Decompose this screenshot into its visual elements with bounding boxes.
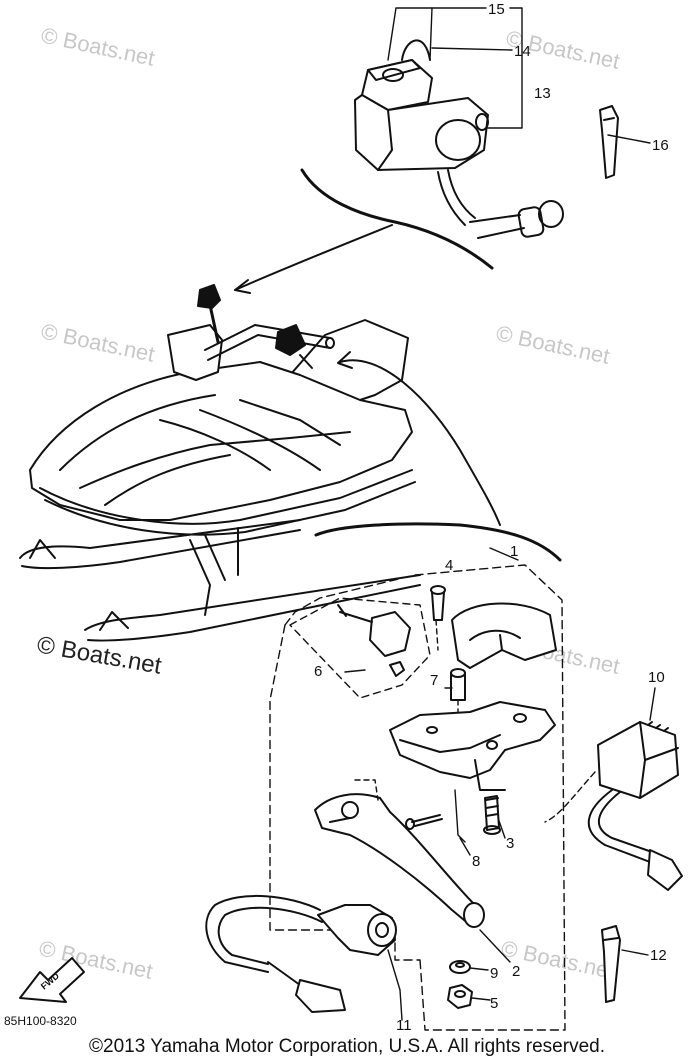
snowmobile-illustration bbox=[19, 284, 421, 642]
callout-4: 4 bbox=[445, 557, 453, 574]
location-arrow-top bbox=[234, 224, 393, 291]
part-11-switch bbox=[205, 895, 403, 1021]
callout-5: 5 bbox=[490, 995, 498, 1012]
part-2-lever bbox=[314, 779, 485, 928]
switch-box-assembly bbox=[354, 7, 564, 239]
lever-bracket bbox=[389, 701, 556, 791]
watermark-text: © Boats.net bbox=[39, 318, 157, 366]
callout-14: 14 bbox=[514, 43, 531, 60]
part-9-washer bbox=[449, 960, 489, 974]
group-bracket-top bbox=[300, 168, 494, 270]
callout-1: 1 bbox=[510, 543, 518, 560]
callout-16: 16 bbox=[652, 137, 669, 154]
callout-7: 7 bbox=[430, 672, 438, 689]
part-5-nut bbox=[447, 984, 491, 1009]
part-4-screw bbox=[430, 585, 446, 651]
diagram-code: 85H100-8320 bbox=[4, 1014, 77, 1028]
part-3-bolt bbox=[483, 795, 501, 835]
fwd-arrow-icon bbox=[19, 957, 85, 1003]
leader-lines bbox=[344, 134, 651, 963]
group-box-1 bbox=[414, 564, 566, 1031]
callout-8: 8 bbox=[472, 853, 480, 870]
part-8-screw bbox=[405, 789, 466, 843]
copyright-footer: ©2013 Yamaha Motor Corporation, U.S.A. A… bbox=[89, 1036, 605, 1057]
tie-band-12 bbox=[601, 925, 649, 1003]
tie-band-16 bbox=[599, 105, 619, 179]
callout-numbers: 15 14 13 16 1 4 6 7 10 3 8 12 2 9 5 11 bbox=[314, 1, 669, 1034]
part-6-switch bbox=[337, 604, 411, 677]
callout-9: 9 bbox=[490, 965, 498, 982]
callout-15: 15 bbox=[488, 1, 505, 18]
watermark-text: © Boats.net bbox=[494, 320, 612, 368]
callout-13: 13 bbox=[534, 85, 551, 102]
callout-10: 10 bbox=[648, 669, 665, 686]
group-bracket-1 bbox=[314, 522, 562, 562]
callout-3: 3 bbox=[506, 835, 514, 852]
group-box-6 bbox=[289, 597, 431, 699]
part-10-unit bbox=[544, 687, 683, 891]
location-arrow-throttle bbox=[339, 359, 501, 526]
lever-cover bbox=[451, 602, 557, 669]
watermark-text: © Boats.net bbox=[39, 22, 157, 70]
callout-11: 11 bbox=[396, 1017, 412, 1034]
callout-2: 2 bbox=[512, 963, 520, 980]
callout-12: 12 bbox=[650, 947, 667, 964]
callout-6: 6 bbox=[314, 663, 322, 680]
